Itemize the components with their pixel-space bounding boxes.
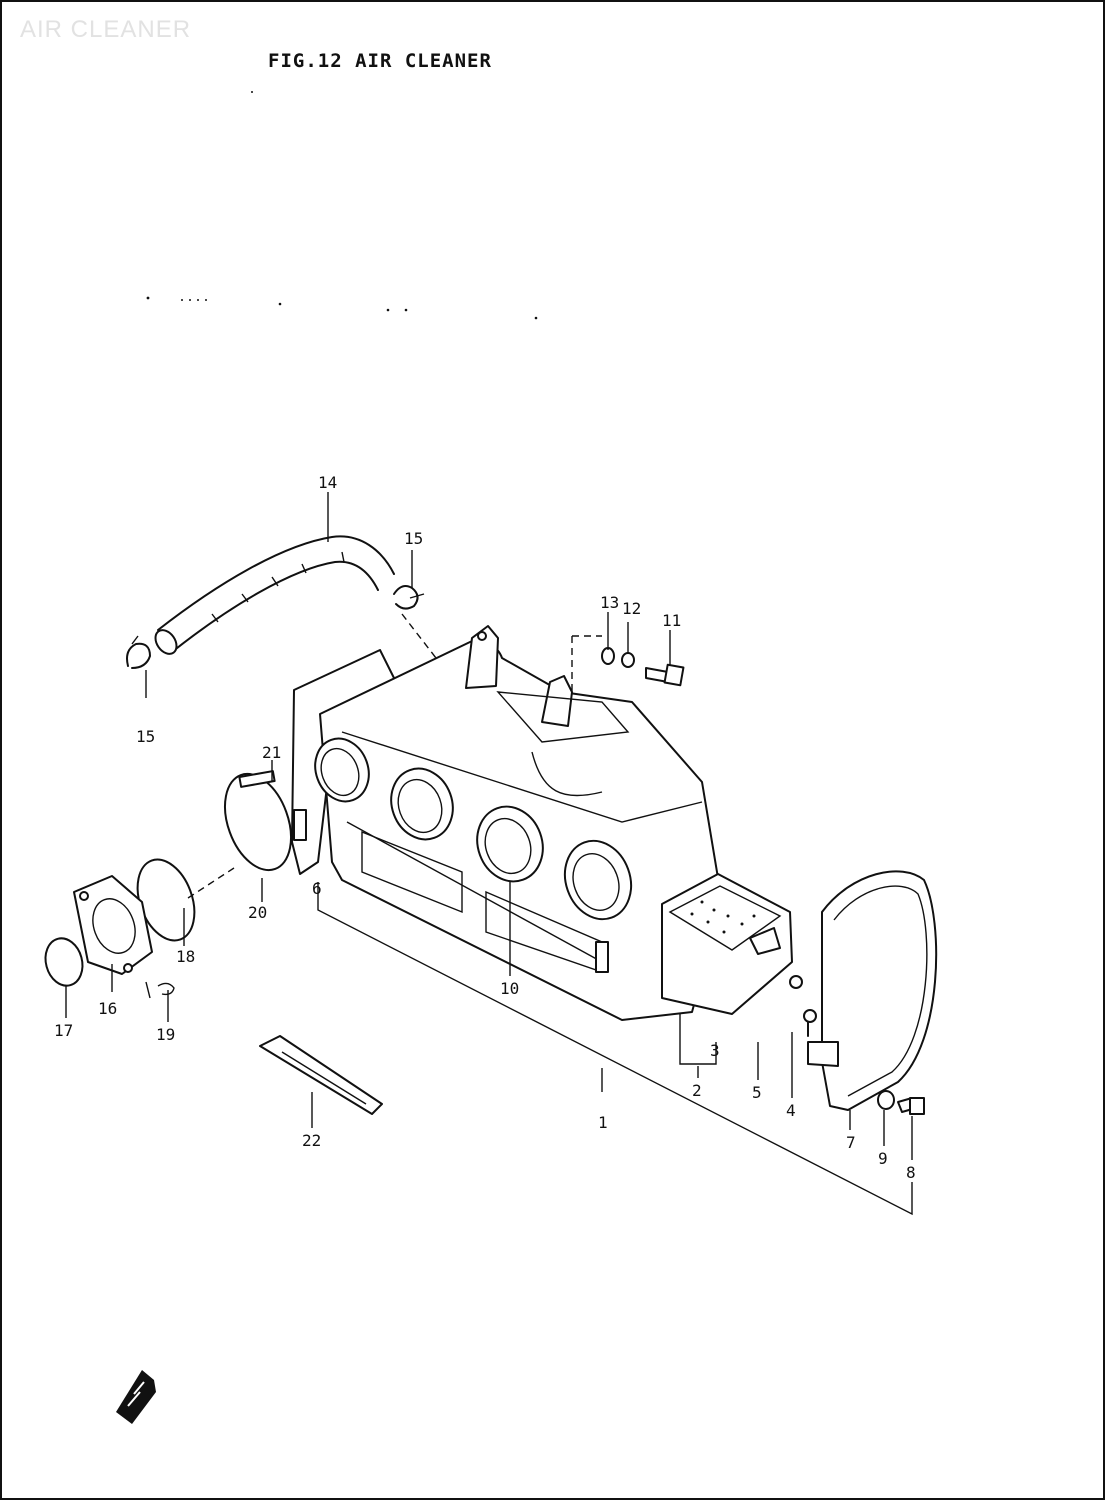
label-12: 12 <box>622 599 641 618</box>
part-1-air-cleaner-case <box>291 625 793 1021</box>
label-5: 5 <box>752 1083 762 1102</box>
label-11: 11 <box>662 611 681 630</box>
leader-dash-18 <box>187 867 235 899</box>
label-10: 10 <box>500 979 519 998</box>
scan-specks <box>146 91 538 320</box>
parts-21-20-hose-clamp <box>224 770 292 872</box>
label-16: 16 <box>98 999 117 1018</box>
figure-title: FIG.12 AIR CLEANER <box>268 50 492 72</box>
part-number-labels: 14 15 13 12 11 15 21 6 20 18 16 17 19 10… <box>54 473 916 1182</box>
label-7: 7 <box>846 1133 856 1152</box>
label-1: 1 <box>598 1113 608 1132</box>
front-arrow-icon <box>116 1370 156 1424</box>
part-14-breather-hose <box>154 535 395 655</box>
label-6: 6 <box>312 879 322 898</box>
label-18: 18 <box>176 947 195 966</box>
parts-16-17-18-19-intake-joint <box>44 858 196 999</box>
label-19: 19 <box>156 1025 175 1044</box>
label-20: 20 <box>248 903 267 922</box>
label-2: 2 <box>692 1081 702 1100</box>
part-15-hose-clip-upper <box>393 585 425 610</box>
leader-dash-15 <box>401 613 471 703</box>
leader-dash-13 <box>571 635 602 692</box>
label-21: 21 <box>262 743 281 762</box>
label-13: 13 <box>600 593 619 612</box>
leader-lines <box>65 492 913 1216</box>
parts-5-4-screws <box>789 975 817 1037</box>
parts-13-12-11-mount-hardware <box>601 647 685 687</box>
part-7-side-cover <box>807 870 938 1111</box>
label-4: 4 <box>786 1101 796 1120</box>
label-15-upper: 15 <box>404 529 423 548</box>
label-15-lower: 15 <box>136 727 155 746</box>
label-8: 8 <box>906 1163 916 1182</box>
label-3: 3 <box>710 1041 720 1060</box>
part-15-hose-clip-lower <box>126 635 151 669</box>
label-22: 22 <box>302 1131 321 1150</box>
part-22-holder-strap <box>259 1035 383 1115</box>
label-9: 9 <box>878 1149 888 1168</box>
label-17: 17 <box>54 1021 73 1040</box>
label-14: 14 <box>318 473 337 492</box>
parts-9-8-cover-bolt <box>877 1090 925 1115</box>
watermark-text: AIR CLEANER <box>20 16 192 43</box>
